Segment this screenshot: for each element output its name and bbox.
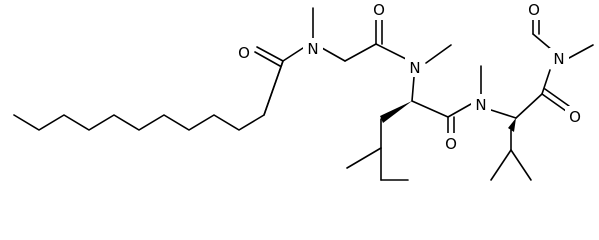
n-methyl-bond xyxy=(425,44,452,64)
isopropyl-bond-1 xyxy=(490,149,512,181)
calpha-c-bond xyxy=(515,93,543,119)
atom-n1-label: N xyxy=(307,40,318,58)
n-ch2-bond xyxy=(321,47,346,62)
n-cho-bond xyxy=(532,33,553,51)
n-methyl-bond xyxy=(568,44,594,59)
atom-o3-label: O xyxy=(445,135,457,153)
c-c-bond xyxy=(263,60,284,116)
c-n-bond xyxy=(541,69,551,95)
atom-labels: N O O N O N O xyxy=(234,0,585,153)
atom-n1: N xyxy=(303,38,323,58)
carbonyl-bond-b xyxy=(544,88,570,107)
carbonyl-bond-a xyxy=(541,93,567,112)
isobutyl-bond-1 xyxy=(346,147,382,169)
n-calpha-bond xyxy=(411,76,415,102)
atom-o5: O xyxy=(524,0,544,20)
n1-substituents xyxy=(312,7,346,62)
molecule-diagram: N O O N O N O xyxy=(13,0,594,181)
atom-o4-label: O xyxy=(569,108,581,126)
atom-o4: O xyxy=(565,106,585,126)
atom-o1-label: O xyxy=(238,44,250,62)
c-n-bond xyxy=(282,47,304,62)
stereo-wedge xyxy=(380,101,412,123)
ch2-c-bond xyxy=(344,43,377,62)
atom-o2-label: O xyxy=(373,1,385,19)
decyl-chain xyxy=(13,60,284,131)
atom-n3-label: N xyxy=(475,96,486,114)
isopropyl-bond-2 xyxy=(510,149,532,181)
calpha-c-bond xyxy=(411,100,449,118)
atom-n3: N xyxy=(471,94,491,114)
n2-substituents xyxy=(411,44,452,102)
carbonyl-bond-b xyxy=(254,51,281,67)
atom-o3: O xyxy=(441,133,461,153)
n-calpha-bond xyxy=(490,109,517,119)
leucine-unit xyxy=(346,100,472,181)
atom-o2: O xyxy=(369,0,389,20)
c-n-bond xyxy=(447,103,472,118)
glycine-unit xyxy=(344,15,407,62)
carbonyl-bond-a xyxy=(256,46,284,62)
c-n-bond xyxy=(375,43,407,60)
atom-n4-label: N xyxy=(553,50,564,68)
valine-unit xyxy=(490,69,570,181)
atom-n2: N xyxy=(405,57,425,77)
alkyl-chain-bonds xyxy=(13,60,284,131)
stereo-wedge xyxy=(508,118,516,132)
n3-substituents xyxy=(480,65,517,119)
amide-1 xyxy=(254,46,304,116)
structure-canvas: N O O N O N O xyxy=(13,0,594,181)
atom-n4: N xyxy=(549,48,569,68)
atom-o1: O xyxy=(234,42,254,62)
atom-o5-label: O xyxy=(528,1,540,19)
atom-n2-label: N xyxy=(409,59,420,77)
